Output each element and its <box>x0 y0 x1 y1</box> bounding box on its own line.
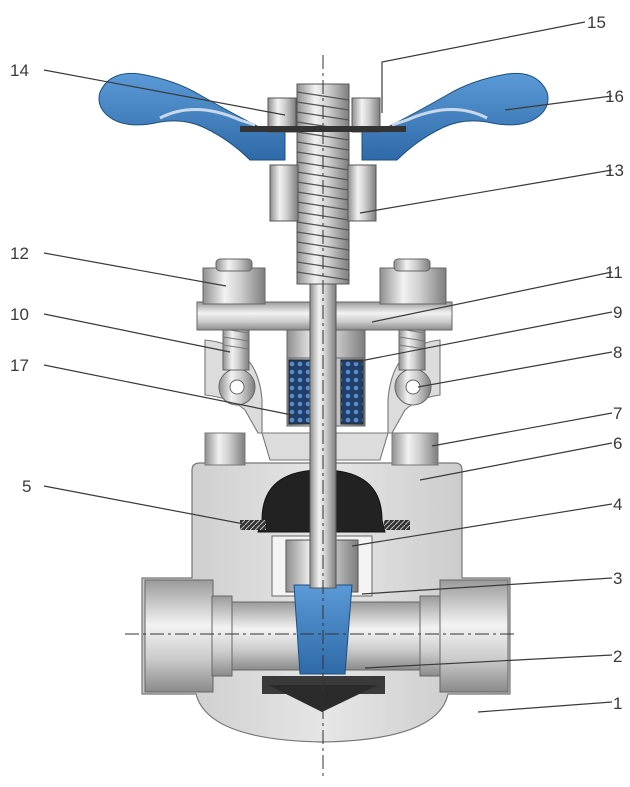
callout-13: 13 <box>605 161 624 180</box>
leader-lines <box>43 21 613 713</box>
callout-15: 15 <box>587 13 606 32</box>
yoke-sleeve-nut <box>269 164 377 222</box>
callout-10: 10 <box>10 305 29 324</box>
callout-8: 8 <box>613 343 622 362</box>
callout-2: 2 <box>613 647 622 666</box>
callout-7: 7 <box>613 404 622 423</box>
callout-14: 14 <box>10 61 29 80</box>
callout-labels: 1 2 3 4 5 6 7 8 9 10 11 12 13 14 15 16 1… <box>10 13 624 713</box>
handwheel <box>98 72 549 161</box>
callout-4: 4 <box>613 495 622 514</box>
callout-6: 6 <box>613 434 622 453</box>
callout-11: 11 <box>605 263 623 282</box>
callout-16: 16 <box>605 87 624 106</box>
callout-9: 9 <box>613 303 622 322</box>
callout-17: 17 <box>10 356 29 375</box>
callout-3: 3 <box>613 569 622 588</box>
callout-5: 5 <box>22 477 31 496</box>
callout-1: 1 <box>613 694 622 713</box>
callout-12: 12 <box>10 244 29 263</box>
